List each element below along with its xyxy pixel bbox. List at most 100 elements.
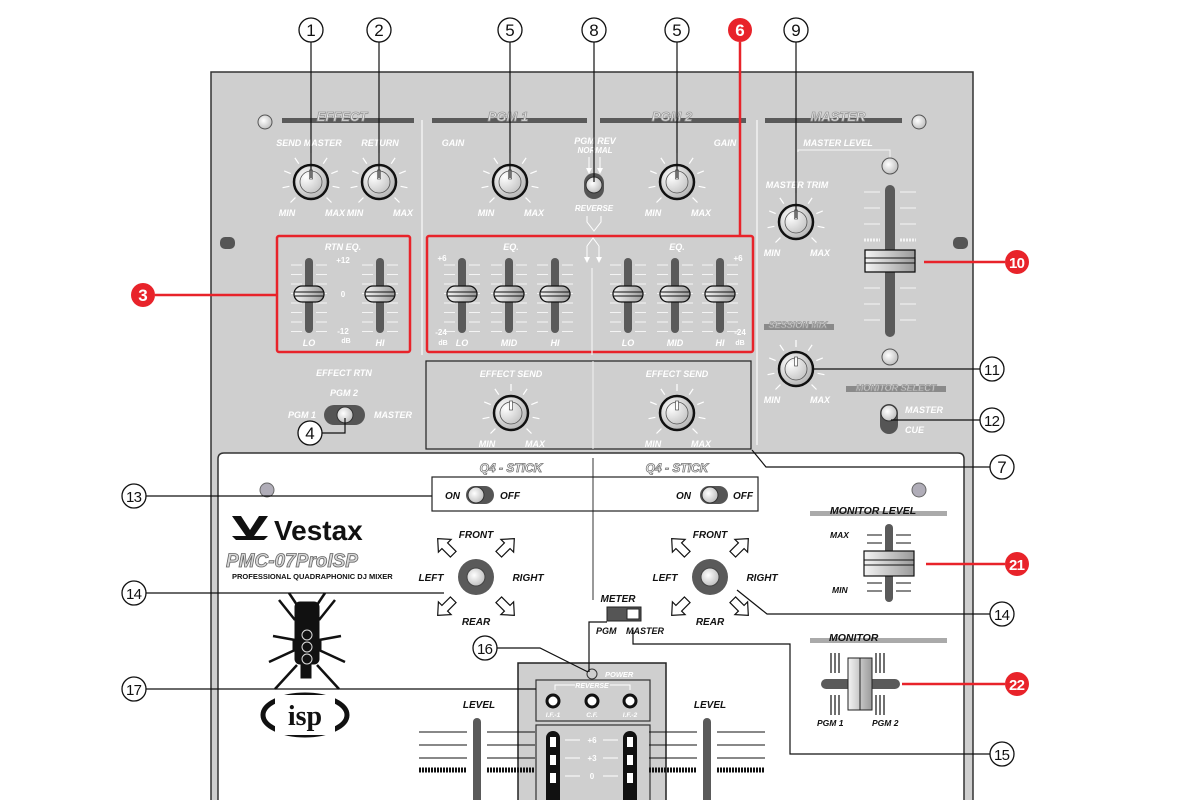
joystick-2-front-label: FRONT [693,530,728,541]
pgm-rev-label: PGM REV [574,136,617,146]
pgm2-eq-mid-slider[interactable] [657,258,693,333]
arrow-icon [437,538,457,558]
callout-13: 13 [121,483,147,509]
svg-text:isp: isp [288,701,322,732]
eq-db-label-2: dB [735,340,744,347]
callout-5: 5 [497,17,523,43]
rtn-eq-label: RTN EQ. [325,242,361,252]
send-master-knob-min-label: MIN [279,208,296,218]
cf-label: C.F. [586,712,598,719]
gain-label-2: GAIN [714,138,737,148]
callout-1: 1 [298,17,324,43]
joystick-1-front-label: FRONT [459,530,494,541]
callout-21: 21 [1005,552,1029,576]
svg-text:6: 6 [735,21,744,40]
q4-on-label-2: ON [676,491,692,502]
callout-3: 3 [131,283,155,307]
reverse-button-if1[interactable] [545,693,561,709]
send-master-knob[interactable]: MIN MAX [279,153,346,218]
arrow-icon [495,596,515,616]
master-level-fader[interactable] [864,185,916,337]
effect-led [257,114,273,130]
level-fader-1[interactable] [419,718,535,800]
arrow-icon [729,596,749,616]
q4-stick-switch-1[interactable] [466,486,494,504]
isp-logo: isp [260,692,350,738]
reverse-button-cf[interactable] [584,693,600,709]
callout-6: 6 [728,18,752,42]
svg-text:14: 14 [126,586,142,603]
callout-8: 8 [581,17,607,43]
eq-plus-label-2: +6 [733,254,743,263]
effect-rtn-pgm1-label: PGM 1 [288,410,316,420]
svg-text:10: 10 [1009,255,1025,272]
svg-text:22: 22 [1009,677,1025,694]
monitor-select-switch[interactable] [880,404,898,434]
session-mix-knob[interactable]: MIN MAX [764,340,831,405]
master-trim-knob-min-label: MIN [764,248,781,258]
svg-text:8: 8 [589,21,598,40]
effect-send-knob-1-max-label: MAX [525,439,546,449]
callout-14: 14 [121,580,147,606]
session-mix-knob-max-label: MAX [810,395,831,405]
pgm1-eq-mid-slider[interactable] [491,258,527,333]
pgm1-eq-lo-slider[interactable] [444,258,480,333]
meter-master-label: MASTER [626,626,665,636]
level-fader-2[interactable] [649,718,765,800]
session-led [881,348,899,366]
return-knob-min-label: MIN [347,208,364,218]
arrow-icon [729,538,749,558]
reverse-button-if2[interactable] [622,693,638,709]
joystick-2-rear-label: REAR [696,617,725,628]
svg-text:7: 7 [997,458,1006,477]
rtn-eq-hi-slider[interactable] [362,258,398,333]
svg-text:17: 17 [126,682,142,699]
indicator-led-right [911,482,927,498]
eq-highlight [425,234,755,354]
monitor-level-fader[interactable] [863,524,915,602]
q4-stick-switch-2[interactable] [700,486,728,504]
rtn-minus-label: -12 [337,327,349,336]
meter-switch[interactable] [606,606,642,622]
eq1-lo-label: LO [456,338,469,348]
eq2-hi-label: HI [716,338,725,348]
effect-rtn-selector[interactable] [324,405,365,425]
svg-text:16: 16 [477,641,493,658]
monitor-level-min-label: MIN [832,585,848,595]
svg-text:EFFECT: EFFECT [317,109,369,124]
svg-text:12: 12 [984,413,1000,430]
svg-text:14: 14 [994,607,1010,624]
pgm1-eq-hi-slider[interactable] [537,258,573,333]
meter-bar-left [546,731,560,800]
section-pgm2-header: PGM 2 [600,109,746,124]
joystick-1-rear-label: REAR [462,617,491,628]
meter-label: METER [601,594,637,605]
monitor-pgm2-label: PGM 2 [872,718,899,728]
q4-on-label-1: ON [445,491,461,502]
callout-7: 7 [989,454,1015,480]
pgm2-eq-lo-slider[interactable] [610,258,646,333]
effect-send-label-1: EFFECT SEND [480,369,543,379]
return-knob-max-label: MAX [393,208,414,218]
q4-stick-label-1: Q4 - STICK [480,461,544,475]
send-master-knob-max-label: MAX [325,208,346,218]
svg-text:5: 5 [672,21,681,40]
svg-text:5: 5 [505,21,514,40]
eq-plus-label-1: +6 [437,254,447,263]
meter-p6-label: +6 [587,736,597,745]
session-mix-knob-min-label: MIN [764,395,781,405]
pgm2-eq-hi-slider[interactable] [702,258,738,333]
rtn-eq-lo-slider[interactable] [291,258,327,333]
normal-label: NORMAL [577,146,612,155]
svg-text:21: 21 [1009,557,1025,574]
q4-off-label-2: OFF [733,491,754,502]
svg-text:MONITOR: MONITOR [829,632,879,644]
monitor-crossfader[interactable] [821,653,900,715]
bug-logo [268,592,346,690]
master-level-label: MASTER LEVEL [803,138,873,148]
level-label-2: LEVEL [694,700,726,711]
